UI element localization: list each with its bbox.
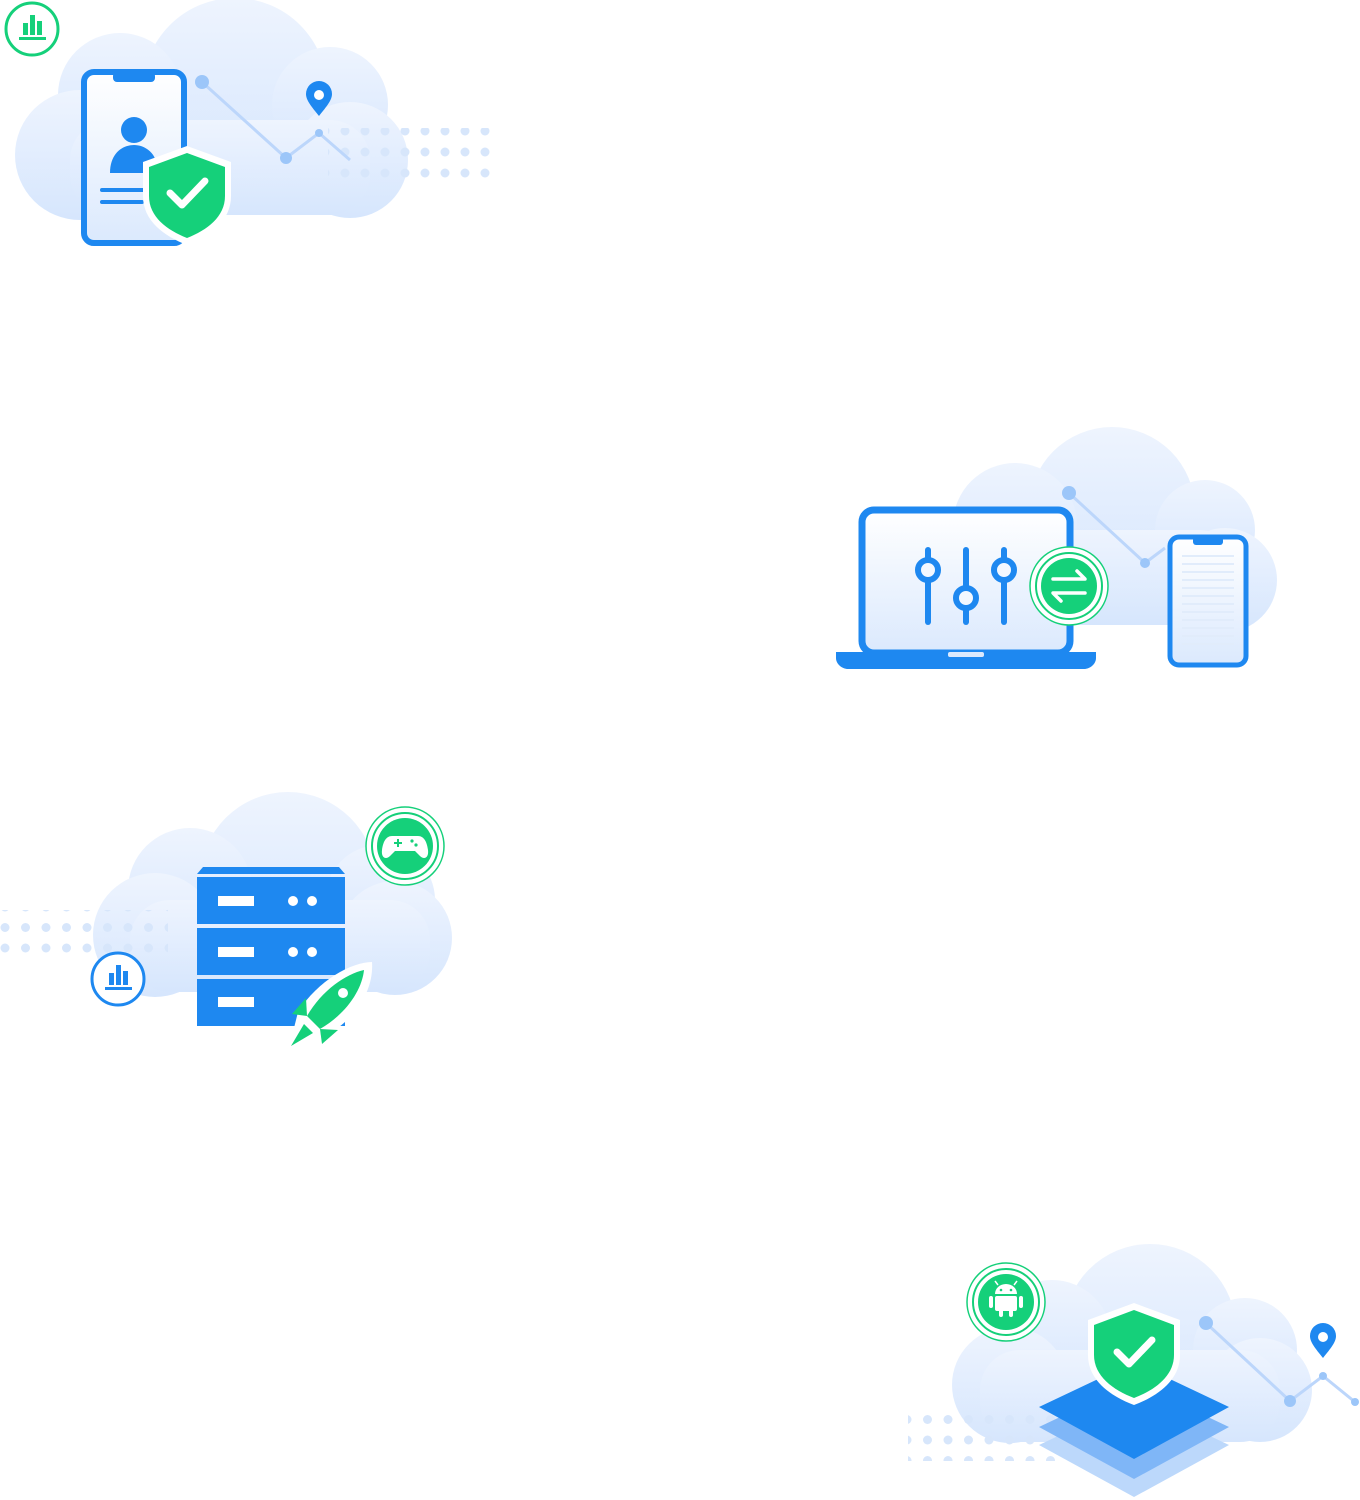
trend-line bbox=[195, 75, 351, 164]
phone-icon bbox=[1167, 534, 1249, 668]
rocket-icon bbox=[288, 962, 373, 1052]
sliders-icon bbox=[915, 547, 1017, 625]
bar-chart-icon bbox=[90, 951, 146, 1007]
layers-icon bbox=[1039, 1362, 1229, 1497]
dot-grid bbox=[0, 910, 168, 962]
shield-check-icon bbox=[1088, 1303, 1180, 1405]
shield-check-icon bbox=[143, 146, 231, 245]
trend-line bbox=[1062, 486, 1166, 568]
trend-line bbox=[1199, 1316, 1359, 1407]
location-pin-icon bbox=[306, 81, 332, 116]
server-acceleration-illustration bbox=[0, 792, 452, 1052]
android-icon bbox=[966, 1262, 1046, 1342]
mobile-security-illustration bbox=[4, 0, 498, 246]
dot-grid bbox=[908, 1406, 1058, 1461]
gamepad-icon bbox=[365, 806, 445, 886]
server-rack-icon bbox=[197, 867, 345, 1026]
dot-grid bbox=[328, 128, 498, 188]
bar-chart-icon bbox=[4, 1, 60, 57]
device-sync-illustration bbox=[836, 427, 1277, 669]
location-pin-icon bbox=[1310, 1323, 1336, 1358]
android-security-illustration bbox=[908, 1244, 1359, 1497]
swap-arrows-icon bbox=[1029, 546, 1109, 626]
